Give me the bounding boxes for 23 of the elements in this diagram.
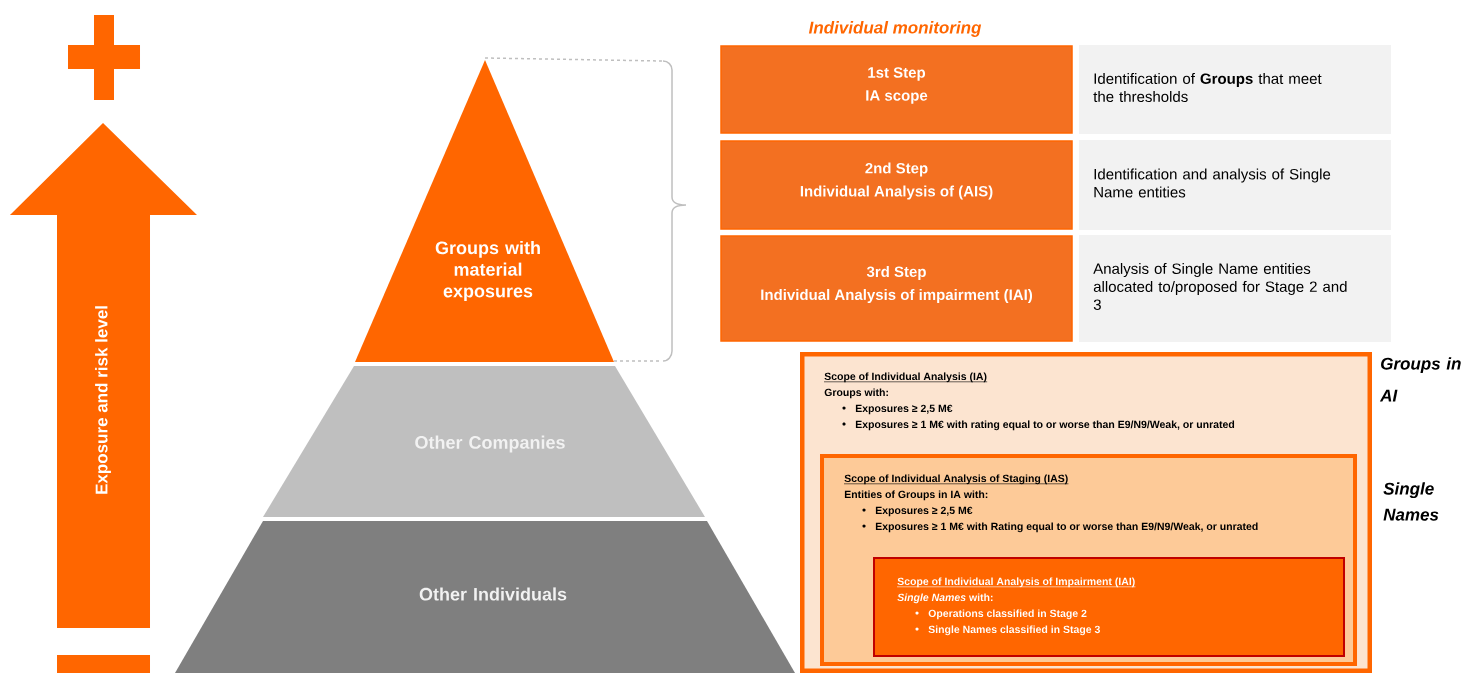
description-box: Identification of Groups that meet the thresholds <box>1079 45 1391 134</box>
description-box: Analysis of Single Name entities allocated to/proposed for Stage 2 and 3 <box>1079 235 1391 342</box>
intro-text: Entities of Groups in IA with: <box>844 490 988 501</box>
bullet-item: Exposures ≥ 1 M€ with rating equal to or worse than E9/N9/Weak, or unrated <box>842 420 1235 431</box>
table-title: Individual monitoring <box>808 21 982 37</box>
bullet-item: Exposures ≥ 1 M€ with Rating equal to or worse than E9/N9/Weak, or unrated <box>862 522 1258 533</box>
side-label: Single Names <box>1383 482 1439 521</box>
bullet-item: Operations classified in Stage 2 <box>915 609 1087 620</box>
pyramid-level: Other Individuals <box>175 521 795 673</box>
step-box: 1st Step IA scope <box>720 45 1073 134</box>
bullet-item: Single Names classified in Stage 3 <box>915 625 1100 636</box>
bullet-item: Exposures ≥ 2,5 M€ <box>862 506 973 517</box>
scope-heading: Scope of Individual Analysis of Staging (IAS) <box>843 474 1069 485</box>
pyramid-top: Groups with material exposures <box>355 60 614 362</box>
scope-heading: Scope of Individual Analysis of Impairment (IAI) <box>896 577 1136 588</box>
intro-text: Single Names with: <box>897 593 993 604</box>
bullet-item: Exposures ≥ 2,5 M€ <box>842 404 953 415</box>
intro-text: Groups with: <box>824 388 888 399</box>
step-box: 3rd Step Individual Analysis of impairment (IAI) <box>720 235 1073 342</box>
side-label: Groups in AI <box>1379 357 1461 402</box>
description-box: Identification and analysis of Single Name entities <box>1079 140 1391 230</box>
step-box: 2nd Step Individual Analysis of (AIS) <box>720 140 1073 230</box>
scope-heading: Scope of Individual Analysis (IA) <box>823 372 988 383</box>
